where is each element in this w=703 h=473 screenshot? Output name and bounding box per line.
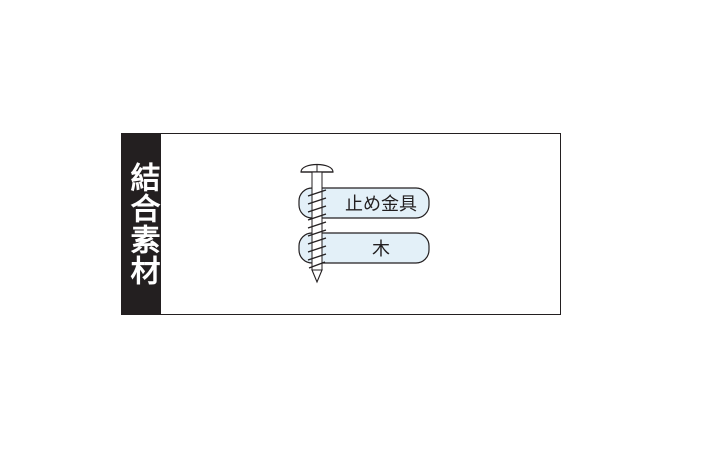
wood-plate-label: 木: [372, 239, 390, 260]
screw-threads: [307, 189, 327, 269]
fastener-plate-label: 止め金具: [345, 194, 417, 215]
wood-plate: [298, 232, 430, 264]
screw-diagram-svg: 止め金具 木: [298, 163, 430, 284]
joining-material-panel: 結合素材: [121, 133, 561, 315]
screw-shank-fill: [312, 172, 322, 270]
joining-material-label: 結合素材: [122, 134, 161, 314]
screw-tip: [311, 269, 323, 284]
fastener-plate: [298, 187, 430, 219]
joining-material-label-text: 結合素材: [124, 162, 160, 286]
screw-diagram: 止め金具 木: [297, 158, 437, 288]
